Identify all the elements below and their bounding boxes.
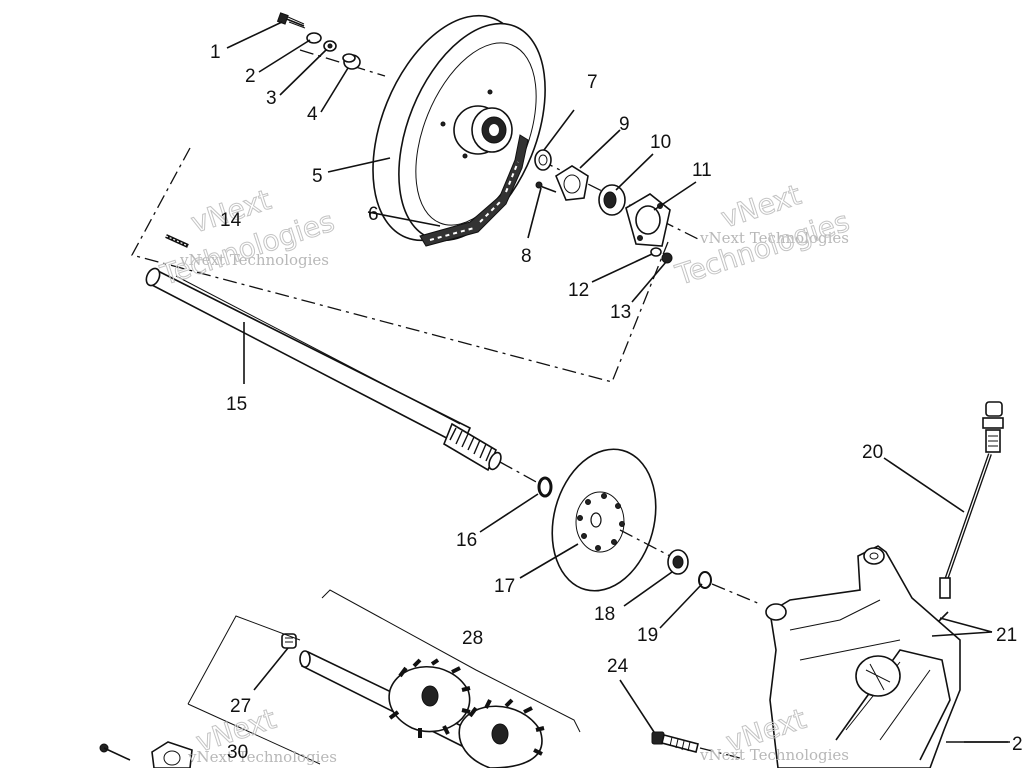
bearing-part-18: [667, 549, 689, 575]
callout-21: 21: [996, 625, 1017, 646]
track-drive-shaft-part-28: [299, 650, 545, 768]
bearing-housing-part-30: [99, 741, 193, 768]
nut-part-13: [661, 252, 673, 264]
callout-7: 7: [587, 72, 598, 93]
callout-27: 27: [230, 696, 251, 717]
pin-part-14: [165, 234, 189, 248]
bolt-part-1: [276, 12, 306, 29]
callout-19: 19: [637, 625, 658, 646]
callout-17: 17: [494, 576, 515, 597]
callout-1: 1: [210, 42, 221, 63]
snap-ring-part-16: [537, 476, 553, 498]
callout-16: 16: [456, 530, 477, 551]
callout-6: 6: [368, 204, 379, 225]
callout-11: 11: [692, 160, 712, 181]
callout-30: 30: [227, 742, 248, 763]
watermark-bottom-left: vNext Technologies vNext: [187, 701, 337, 766]
svg-text:vNext Technologies: vNext Technologies: [179, 251, 329, 269]
callout-24: 24: [607, 656, 629, 677]
callout-9: 9: [619, 114, 630, 135]
flange-part-11: [625, 193, 671, 247]
bracket-part-27: [187, 615, 301, 705]
callout-13: 13: [610, 302, 631, 323]
callout-8: 8: [521, 246, 532, 267]
callout-2: 2: [245, 66, 256, 87]
watermark-left: vNext Technologies vNext Technologies: [156, 182, 339, 292]
brake-disc-part-17: [551, 448, 657, 592]
leader-lines: [226, 21, 1008, 743]
dipstick-part-20: [939, 401, 1004, 599]
callout-3: 3: [266, 88, 277, 109]
callout-2-partial: 2: [1012, 734, 1023, 755]
watermark-right: vNext Technologies vNext Technologies: [671, 177, 854, 292]
callout-numbers: 1 2 3 4 5 6 7 8 9 10 11 12 13 14 15 16 1…: [210, 42, 1023, 763]
dashed-assembly-boundary: [131, 147, 669, 383]
bearing-part-10: [598, 184, 626, 216]
svg-text:vNext Technologies: vNext Technologies: [699, 229, 849, 247]
bolt-part-24: [651, 731, 741, 759]
callout-15: 15: [226, 394, 247, 415]
spacer-part-4: [342, 53, 361, 70]
retainer-part-9: [555, 165, 589, 201]
bolt-part-8: [535, 181, 557, 193]
callout-5: 5: [312, 166, 323, 187]
chaincase-housing: [765, 545, 1010, 768]
chain-part-6: [419, 134, 529, 247]
svg-text:vNext Technologies: vNext Technologies: [699, 746, 849, 764]
svg-text:vNext Technologies: vNext Technologies: [187, 748, 337, 766]
washer-part-2: [306, 32, 322, 44]
callout-12: 12: [568, 280, 589, 301]
callout-20: 20: [862, 442, 883, 463]
callout-4: 4: [307, 104, 318, 125]
oring-part-19: [698, 571, 712, 589]
lock-washer-part-12: [650, 247, 662, 257]
callout-28: 28: [462, 628, 483, 649]
callout-10: 10: [650, 132, 671, 153]
callout-14: 14: [220, 210, 242, 231]
bracket-part-28: [321, 589, 581, 733]
callout-18: 18: [594, 604, 615, 625]
drive-shaft-part-15: [145, 267, 541, 485]
